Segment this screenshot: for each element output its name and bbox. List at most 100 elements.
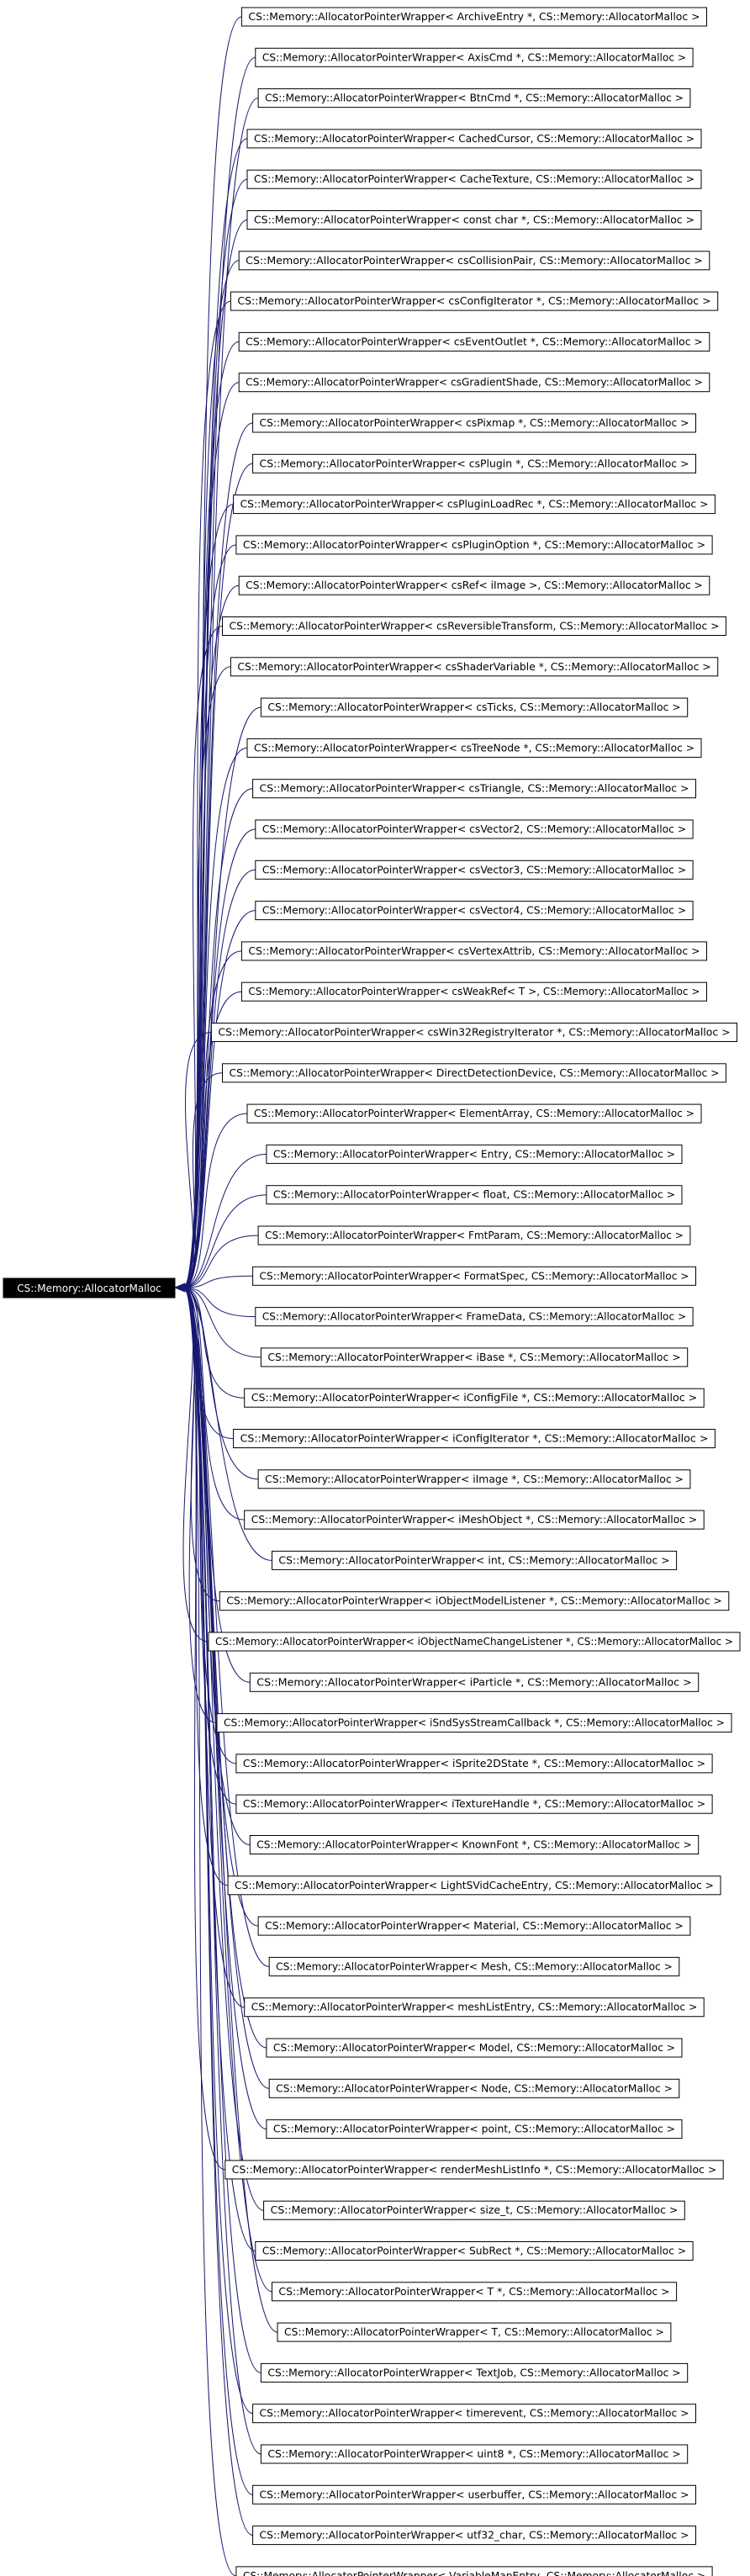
- child-node[interactable]: CS::Memory::AllocatorPointerWrapper< iTe…: [235, 1794, 713, 1814]
- child-node[interactable]: CS::Memory::AllocatorPointerWrapper< iSp…: [235, 1753, 713, 1774]
- child-node[interactable]: CS::Memory::AllocatorPointerWrapper< Arc…: [240, 7, 707, 27]
- child-label: CS::Memory::AllocatorPointerWrapper< iCo…: [240, 1433, 709, 1445]
- child-node[interactable]: CS::Memory::AllocatorPointerWrapper< Ent…: [266, 1144, 683, 1164]
- child-node[interactable]: CS::Memory::AllocatorPointerWrapper< Tex…: [260, 2362, 689, 2383]
- root-label: CS::Memory::AllocatorMalloc: [17, 1283, 161, 1294]
- child-node[interactable]: CS::Memory::AllocatorPointerWrapper< flo…: [266, 1185, 683, 1205]
- child-label: CS::Memory::AllocatorPointerWrapper< Fmt…: [265, 1230, 684, 1241]
- child-node[interactable]: CS::Memory::AllocatorPointerWrapper< csV…: [255, 901, 694, 921]
- child-node[interactable]: CS::Memory::AllocatorPointerWrapper< iPa…: [249, 1672, 700, 1692]
- child-node[interactable]: CS::Memory::AllocatorPointerWrapper< T *…: [272, 2282, 678, 2302]
- child-box: [233, 1429, 716, 1448]
- child-node[interactable]: CS::Memory::AllocatorPointerWrapper< Fmt…: [257, 1225, 691, 1246]
- child-node[interactable]: CS::Memory::AllocatorPointerWrapper< use…: [252, 2484, 697, 2505]
- inheritance-edge: [182, 1153, 267, 1288]
- child-node[interactable]: CS::Memory::AllocatorPointerWrapper< For…: [252, 1266, 697, 1286]
- child-node[interactable]: CS::Memory::AllocatorPointerWrapper< ren…: [224, 2160, 724, 2180]
- child-box: [257, 1469, 691, 1489]
- child-node[interactable]: CS::Memory::AllocatorPointerWrapper< Cac…: [246, 129, 702, 149]
- child-node[interactable]: CS::Memory::AllocatorPointerWrapper< iBa…: [260, 1347, 689, 1367]
- child-box: [224, 2160, 724, 2180]
- child-node[interactable]: CS::Memory::AllocatorPointerWrapper< csV…: [255, 860, 694, 880]
- child-node[interactable]: CS::Memory::AllocatorPointerWrapper< Btn…: [257, 88, 691, 108]
- child-node[interactable]: CS::Memory::AllocatorPointerWrapper< csV…: [255, 819, 694, 839]
- edges: [173, 16, 278, 2576]
- child-label: CS::Memory::AllocatorPointerWrapper< csG…: [246, 377, 703, 389]
- child-node[interactable]: CS::Memory::AllocatorPointerWrapper< mes…: [244, 1997, 705, 2018]
- root-node[interactable]: CS::Memory::AllocatorMalloc: [3, 1277, 176, 1299]
- child-node[interactable]: CS::Memory::AllocatorPointerWrapper< iCo…: [233, 1429, 716, 1448]
- child-node[interactable]: CS::Memory::AllocatorPointerWrapper< Nod…: [268, 2078, 680, 2098]
- child-label: CS::Memory::AllocatorPointerWrapper< iSn…: [224, 1717, 725, 1729]
- child-node[interactable]: CS::Memory::AllocatorPointerWrapper< utf…: [252, 2526, 697, 2546]
- child-node[interactable]: CS::Memory::AllocatorPointerWrapper< iMe…: [244, 1510, 705, 1530]
- child-node[interactable]: CS::Memory::AllocatorPointerWrapper< iSn…: [216, 1713, 732, 1733]
- inheritance-edge: [182, 1287, 253, 2536]
- child-node[interactable]: CS::Memory::AllocatorPointerWrapper< csP…: [235, 535, 713, 555]
- inheritance-edge: [182, 1287, 245, 1521]
- child-node[interactable]: CS::Memory::AllocatorPointerWrapper< csT…: [252, 779, 697, 799]
- child-node[interactable]: CS::Memory::AllocatorPointerWrapper< uin…: [260, 2444, 689, 2464]
- child-label: CS::Memory::AllocatorPointerWrapper< csP…: [260, 417, 689, 429]
- child-label: CS::Memory::AllocatorPointerWrapper< Dir…: [230, 1067, 720, 1079]
- child-node[interactable]: CS::Memory::AllocatorPointerWrapper< Mes…: [268, 1956, 680, 1976]
- child-node[interactable]: CS::Memory::AllocatorPointerWrapper< Axi…: [255, 47, 694, 67]
- child-node[interactable]: CS::Memory::AllocatorPointerWrapper< T, …: [277, 2322, 672, 2342]
- child-node[interactable]: CS::Memory::AllocatorPointerWrapper< Lig…: [227, 1875, 721, 1896]
- child-node[interactable]: CS::Memory::AllocatorPointerWrapper< Var…: [235, 2566, 713, 2576]
- child-node[interactable]: CS::Memory::AllocatorPointerWrapper< Mod…: [266, 2038, 683, 2058]
- inheritance-edge: [182, 1235, 259, 1288]
- child-node[interactable]: CS::Memory::AllocatorPointerWrapper< Mat…: [257, 1916, 691, 1936]
- inheritance-edge: [182, 1287, 270, 2089]
- child-node[interactable]: CS::Memory::AllocatorPointerWrapper< csW…: [240, 981, 707, 1002]
- child-node[interactable]: CS::Memory::AllocatorPointerWrapper< csS…: [230, 657, 719, 677]
- child-label: CS::Memory::AllocatorPointerWrapper< iPa…: [256, 1676, 691, 1688]
- child-node[interactable]: CS::Memory::AllocatorPointerWrapper< Dir…: [222, 1063, 726, 1083]
- child-node[interactable]: CS::Memory::AllocatorPointerWrapper< csC…: [238, 251, 710, 271]
- child-node[interactable]: CS::Memory::AllocatorPointerWrapper< iOb…: [219, 1591, 730, 1611]
- child-node[interactable]: CS::Memory::AllocatorPointerWrapper< csP…: [252, 413, 697, 433]
- child-box: [227, 1875, 721, 1896]
- child-node[interactable]: CS::Memory::AllocatorPointerWrapper< csW…: [210, 1023, 737, 1042]
- child-node[interactable]: CS::Memory::AllocatorPointerWrapper< csE…: [238, 331, 710, 352]
- child-node[interactable]: CS::Memory::AllocatorPointerWrapper< csR…: [222, 616, 726, 636]
- child-node[interactable]: CS::Memory::AllocatorPointerWrapper< csP…: [252, 453, 697, 473]
- child-box: [235, 1794, 713, 1814]
- child-node[interactable]: CS::Memory::AllocatorPointerWrapper< csP…: [233, 495, 716, 515]
- child-node[interactable]: CS::Memory::AllocatorPointerWrapper< csT…: [246, 738, 702, 758]
- child-node[interactable]: CS::Memory::AllocatorPointerWrapper< siz…: [263, 2200, 685, 2220]
- child-node[interactable]: CS::Memory::AllocatorPointerWrapper< csG…: [238, 373, 710, 393]
- child-box: [240, 7, 707, 27]
- child-node[interactable]: CS::Memory::AllocatorPointerWrapper< tim…: [252, 2404, 697, 2424]
- child-node[interactable]: CS::Memory::AllocatorPointerWrapper< Ele…: [246, 1103, 702, 1124]
- child-node[interactable]: CS::Memory::AllocatorPointerWrapper< csV…: [240, 941, 707, 961]
- inheritance-edge: [182, 950, 242, 1288]
- child-box: [216, 1713, 732, 1733]
- child-box: [272, 1550, 678, 1570]
- child-node[interactable]: CS::Memory::AllocatorPointerWrapper< con…: [246, 210, 702, 230]
- inheritance-edge: [182, 1287, 245, 1399]
- child-node[interactable]: CS::Memory::AllocatorPointerWrapper< int…: [272, 1550, 678, 1570]
- child-node[interactable]: CS::Memory::AllocatorPointerWrapper< iIm…: [257, 1469, 691, 1489]
- child-box: [260, 2444, 689, 2464]
- child-box: [238, 575, 710, 595]
- child-node[interactable]: CS::Memory::AllocatorPointerWrapper< iOb…: [208, 1632, 741, 1652]
- inheritance-edge: [182, 1287, 236, 2576]
- child-node[interactable]: CS::Memory::AllocatorPointerWrapper< iCo…: [244, 1388, 705, 1408]
- child-box: [255, 819, 694, 839]
- child-label: CS::Memory::AllocatorPointerWrapper< iTe…: [243, 1798, 705, 1810]
- child-node[interactable]: CS::Memory::AllocatorPointerWrapper< Cac…: [246, 169, 702, 189]
- child-node[interactable]: CS::Memory::AllocatorPointerWrapper< csC…: [230, 291, 719, 311]
- child-node[interactable]: CS::Memory::AllocatorPointerWrapper< poi…: [266, 2119, 683, 2140]
- child-node[interactable]: CS::Memory::AllocatorPointerWrapper< csR…: [238, 575, 710, 595]
- child-box: [252, 2526, 697, 2546]
- child-box: [257, 1916, 691, 1936]
- child-node[interactable]: CS::Memory::AllocatorPointerWrapper< Kno…: [249, 1835, 700, 1854]
- child-label: CS::Memory::AllocatorPointerWrapper< Nod…: [276, 2082, 673, 2094]
- child-node[interactable]: CS::Memory::AllocatorPointerWrapper< csT…: [260, 697, 689, 717]
- child-box: [255, 860, 694, 880]
- child-label: CS::Memory::AllocatorPointerWrapper< iMe…: [251, 1514, 698, 1526]
- child-node[interactable]: CS::Memory::AllocatorPointerWrapper< Sub…: [255, 2241, 694, 2261]
- child-node[interactable]: CS::Memory::AllocatorPointerWrapper< Fra…: [255, 1307, 694, 1327]
- child-label: CS::Memory::AllocatorPointerWrapper< utf…: [260, 2530, 689, 2542]
